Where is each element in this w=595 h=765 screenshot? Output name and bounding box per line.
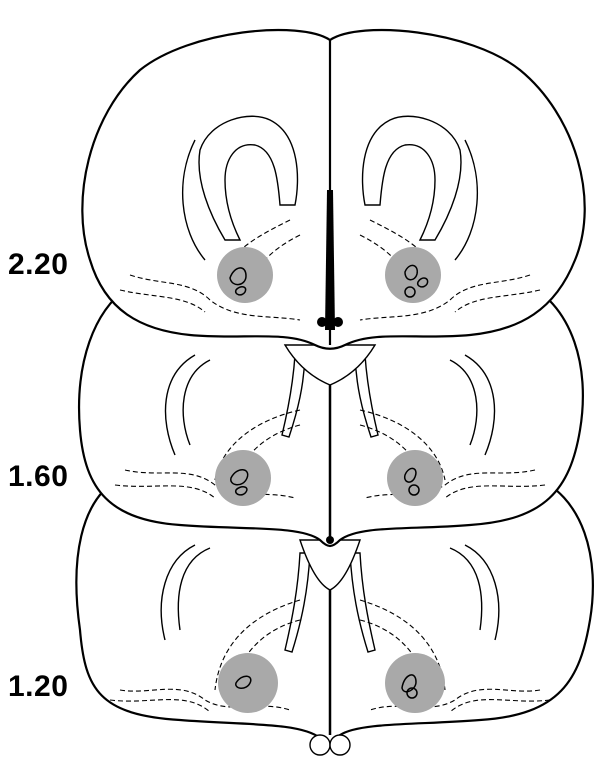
injection-site-top-left xyxy=(217,247,273,303)
section-label-1-20: 1.20 xyxy=(8,670,68,704)
injection-site-bottom-left xyxy=(218,653,278,713)
section-label-2-20: 2.20 xyxy=(8,248,68,282)
section-top xyxy=(82,30,584,349)
injection-site-middle-left xyxy=(215,450,271,506)
injection-site-top-right xyxy=(385,247,441,303)
section-label-1-60: 1.60 xyxy=(8,460,68,494)
injection-site-bottom-right xyxy=(385,653,445,713)
